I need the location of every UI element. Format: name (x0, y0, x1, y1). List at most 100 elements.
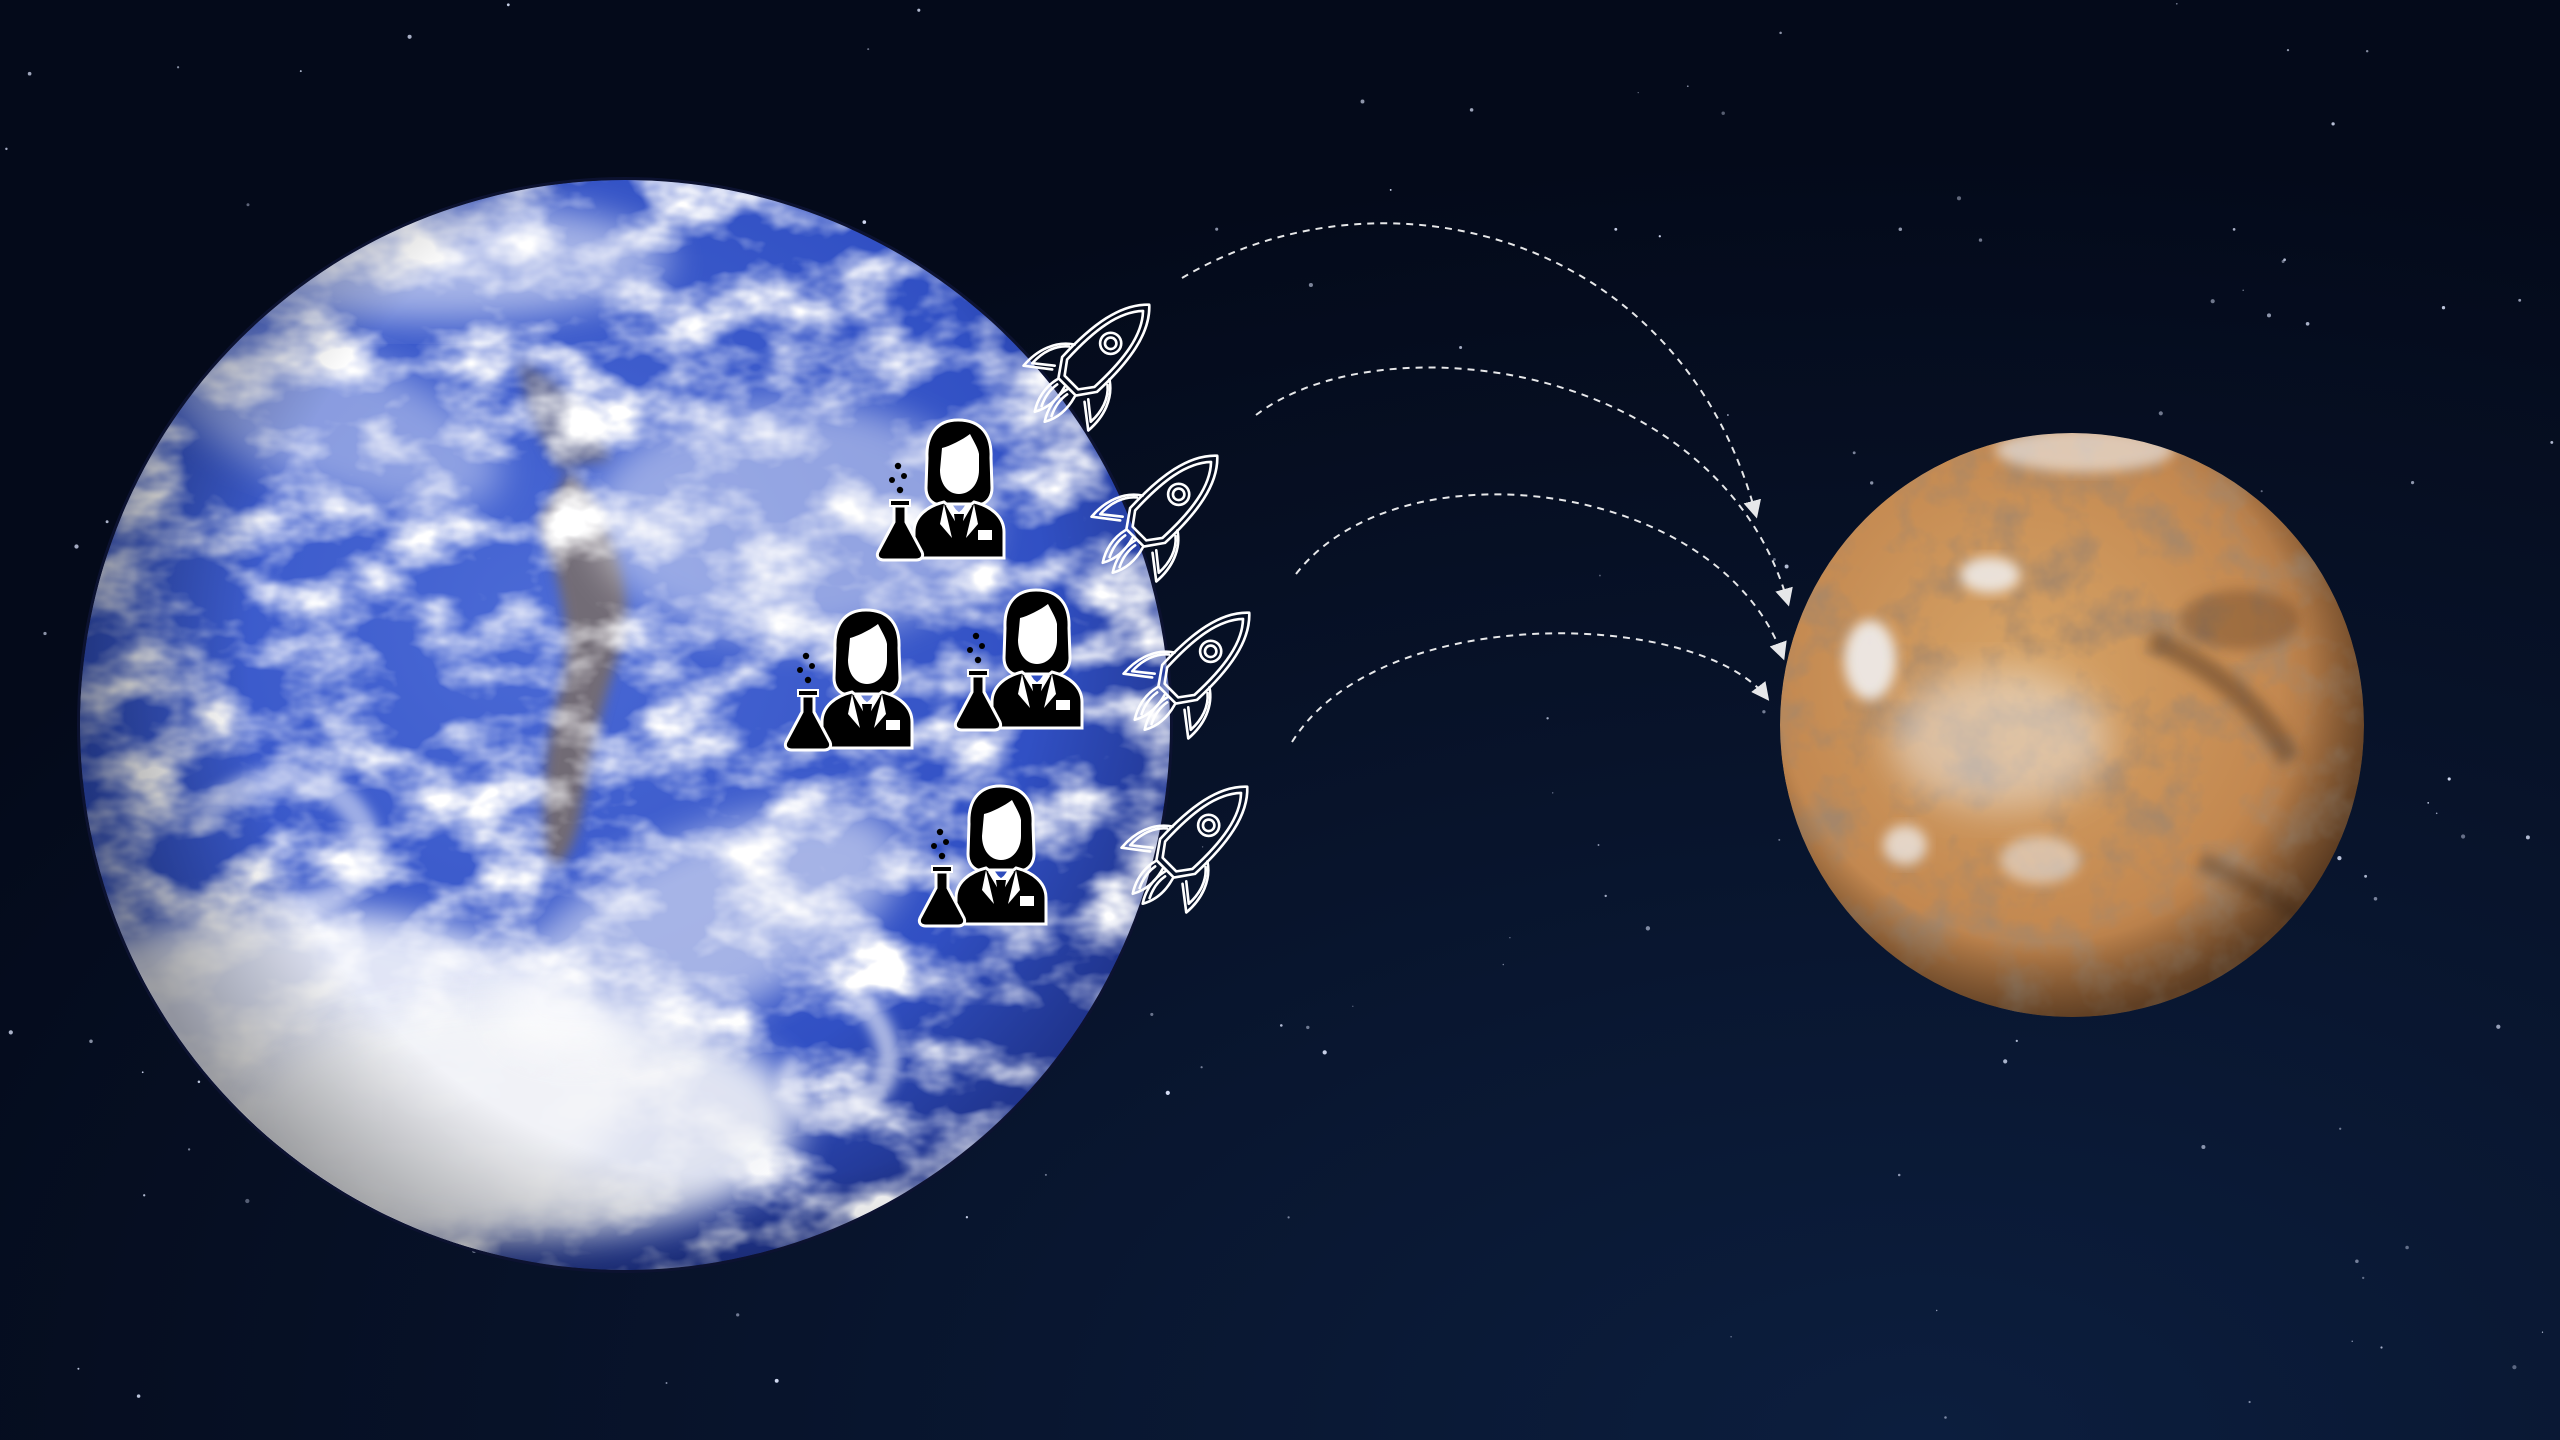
star (2427, 802, 2430, 804)
star (1686, 85, 1689, 88)
star (1322, 1050, 1327, 1055)
star (187, 1148, 191, 1151)
mars-planet (1780, 433, 2364, 1017)
star (2405, 1245, 2409, 1250)
star (867, 48, 870, 51)
star (1778, 838, 1781, 841)
star (2364, 874, 2368, 878)
star (1308, 282, 1313, 288)
star (1509, 937, 1511, 939)
star (2541, 1331, 2544, 1333)
star (2441, 306, 2446, 310)
star (1897, 1173, 1901, 1177)
star (736, 1313, 740, 1317)
star (2355, 1259, 2359, 1264)
star (1935, 1309, 1938, 1312)
star (1779, 31, 1782, 35)
star (1978, 238, 1983, 242)
star (1279, 1024, 1283, 1027)
star (1944, 1416, 1947, 1419)
star (2435, 812, 2438, 815)
star (2337, 855, 2342, 861)
star (2365, 49, 2369, 53)
star (774, 1378, 779, 1383)
star (89, 1039, 93, 1044)
star (1898, 227, 1903, 232)
star (2242, 289, 2244, 291)
trajectory-4 (1291, 632, 1770, 743)
star (2550, 440, 2554, 444)
star (1597, 844, 1600, 846)
star (1645, 926, 1651, 931)
star (1546, 717, 1549, 720)
star (5, 147, 8, 151)
star (1870, 481, 1874, 485)
star (1200, 1066, 1203, 1069)
star (1360, 99, 1365, 104)
star (43, 631, 47, 636)
star (1604, 894, 1607, 898)
star (2373, 897, 2378, 901)
star (1352, 1005, 1354, 1007)
star (176, 66, 180, 69)
star (2512, 1365, 2517, 1370)
star (407, 34, 412, 39)
star (2283, 258, 2286, 262)
star (2158, 411, 2163, 416)
star (1551, 792, 1554, 794)
star (917, 8, 921, 12)
star (965, 1216, 969, 1219)
trajectory-1 (1181, 222, 1761, 519)
star (1469, 108, 1474, 112)
star (1614, 227, 1618, 231)
star (1784, 564, 1789, 569)
star (136, 1394, 141, 1398)
star (74, 544, 79, 549)
star (2331, 122, 2335, 126)
star (1762, 710, 1766, 714)
star (2380, 1346, 2383, 1349)
star (2003, 1059, 2008, 1064)
star (197, 1080, 201, 1084)
star (8, 1030, 13, 1035)
star (2525, 835, 2530, 840)
star (1044, 1173, 1047, 1176)
star (2305, 321, 2310, 326)
star (2411, 481, 2415, 485)
star (2175, 2, 2178, 5)
star (2339, 1127, 2342, 1130)
star (1165, 1090, 1170, 1095)
star (2015, 1039, 2018, 1043)
star (1658, 235, 1661, 238)
star (1459, 345, 1463, 350)
star (1772, 557, 1776, 561)
star (2260, 490, 2263, 493)
star (665, 1382, 668, 1384)
star (1150, 1012, 1154, 1016)
star (27, 71, 32, 76)
earth-planet (77, 177, 1173, 1273)
star (2518, 298, 2522, 302)
star (245, 1198, 250, 1204)
star (2362, 1276, 2365, 1280)
star (246, 203, 250, 207)
star (2210, 299, 2215, 304)
star (1726, 414, 1729, 416)
star (1287, 1216, 1290, 1219)
star (2201, 1144, 2206, 1150)
star (1721, 111, 1725, 115)
star (1306, 1025, 1310, 1030)
star (1598, 574, 1601, 577)
star (77, 1367, 80, 1370)
star (105, 520, 109, 524)
star (1637, 91, 1639, 94)
star (862, 220, 867, 224)
star (2248, 1400, 2251, 1404)
star (2496, 1024, 2501, 1029)
star (141, 1071, 144, 1074)
star (1201, 846, 1204, 848)
star (2232, 228, 2236, 231)
star (1730, 1336, 1732, 1338)
star (1956, 196, 1962, 201)
